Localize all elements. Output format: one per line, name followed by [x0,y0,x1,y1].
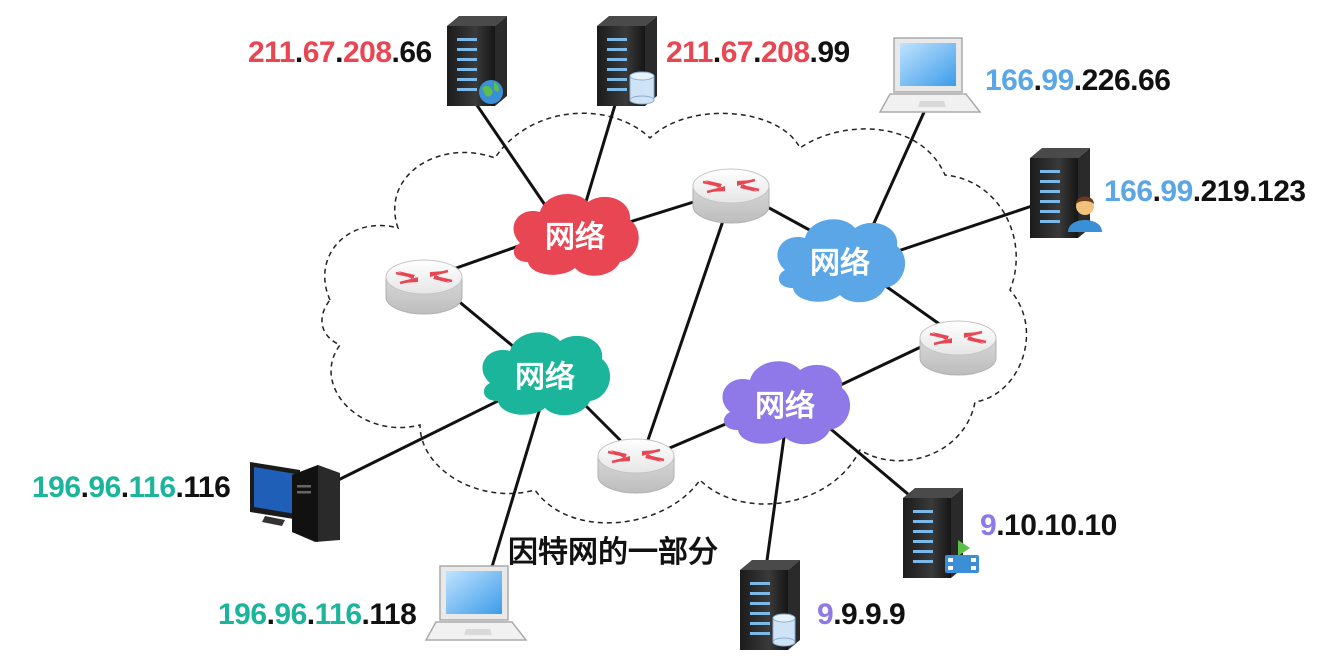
ip-segment: 211 [248,36,295,69]
link-userserver-bluenet [893,203,1037,254]
network-cloud-blue-icon [777,219,906,303]
ip-segment: .9.9.9 [833,598,906,631]
ip-segment: . [120,471,129,504]
network-label-red: 网络 [545,220,605,255]
database-server-icon [597,16,657,106]
database-server-icon [740,560,800,650]
ip-label-laptop-blue: 166.99.226.66 [985,64,1171,97]
ip-label-db-server-purple: 9.9.9.9 [817,598,906,631]
ip-segment: 208 [760,36,810,69]
ip-label-user-server: 166.99.219.123 [1104,177,1306,207]
network-red: 网络 [513,193,639,276]
link-videoserver-purplenet [818,418,917,502]
ip-segment: 211 [666,36,713,69]
internet-cloud-boundary [321,112,1028,524]
network-label-purple: 网络 [755,389,815,424]
link-rednet-router-top [618,198,702,227]
link-webserver-rednet [468,93,547,207]
ip-segment: . [306,598,315,631]
ip-segment: .66 [391,36,433,69]
ip-segment: .118 [361,598,417,631]
web-server-icon [447,16,507,106]
ip-label-video-server: 9.10.10.10 [980,511,1117,541]
ip-segment: 9 [817,598,834,631]
ip-segment: .116 [175,471,231,504]
ip-segment: . [266,598,275,631]
ip-segment: .99 [809,36,851,69]
ip-segment: . [712,36,721,69]
router-left-icon [384,258,464,316]
ip-segment: .10.10.10 [996,509,1117,542]
network-cloud-red-icon [513,193,639,276]
link-dbserver-rednet [583,103,617,207]
ip-segment: 67 [720,36,754,69]
ip-segment: .226.66 [1073,64,1171,97]
network-blue: 网络 [777,219,906,303]
ip-segment: 196 [218,598,267,631]
ip-segment: 208 [342,36,392,69]
desktop-computer-icon [250,462,340,542]
link-tealnet-router-bottom [578,398,622,442]
ip-label-web-server: 211.67.208.66 [248,38,432,68]
ip-segment: . [80,471,89,504]
connections [316,93,1037,582]
network-cloud-purple-icon [722,361,851,445]
link-dbserver-purplenet [763,428,787,577]
ip-segment: 67 [302,36,336,69]
ip-segment: . [753,36,761,69]
network-teal: 网络 [482,332,611,416]
network-purple: 网络 [722,361,851,445]
link-desktop-tealnet [316,393,512,492]
network-label-blue: 网络 [810,246,870,281]
ip-segment: 166 [985,64,1034,97]
ip-segment: 9 [980,509,997,542]
network-cloud-teal-icon [482,332,611,416]
ip-segment: . [1033,64,1042,97]
ip-segment: 116 [128,471,176,504]
router-top-icon [691,167,771,225]
ip-segment: 99 [1041,64,1074,97]
diagram-caption: 因特网的一部分 [508,536,718,569]
ip-label-db-server: 211.67.208.99 [666,38,850,68]
ip-segment: 96 [88,471,121,504]
laptop-icon [879,37,981,113]
ip-label-desktop-teal: 196.96.116.116 [32,471,231,504]
router-right-icon [918,319,998,377]
link-laptop-bluenet [868,108,927,234]
network-label-teal: 网络 [515,360,575,395]
video-server-icon [903,488,979,578]
ip-label-laptop-teal: 196.96.116.118 [218,598,417,631]
link-laptop-tealnet [486,406,542,582]
ip-segment: 196 [32,471,81,504]
link-router-top-router-bottom [646,213,727,442]
ip-segment: 96 [274,598,307,631]
ip-segment: 166 [1104,175,1153,208]
ip-segment: .219.123 [1192,175,1306,208]
link-router-right-purplenet [828,343,927,392]
link-router-bottom-purplenet [663,418,737,452]
ip-segment: . [294,36,303,69]
laptop-icon [425,565,527,641]
ip-segment: . [1152,175,1161,208]
user-server-icon [1030,148,1102,238]
ip-segment: . [335,36,343,69]
ip-segment: 99 [1160,175,1193,208]
ip-segment: 116 [314,598,362,631]
router-bottom-icon [596,437,676,495]
